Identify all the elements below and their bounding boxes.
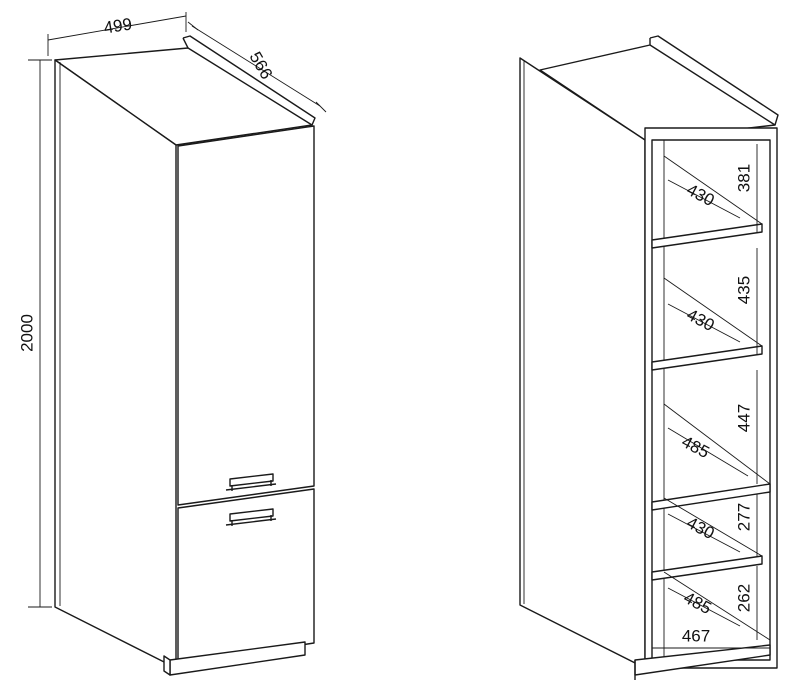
closed-cabinet: 499 566 2000	[17, 12, 327, 676]
lower-door-handle	[225, 508, 277, 526]
shelf-3	[651, 403, 771, 511]
shelf-1	[651, 155, 763, 249]
closed-cabinet-back-corner	[182, 37, 189, 49]
dimension-depth-label: 566	[246, 48, 277, 82]
closed-cabinet-lower-door	[177, 488, 315, 665]
dimension-height: 2000	[17, 59, 52, 608]
height-dimensions: 381 435 447 277 262	[734, 144, 758, 640]
dimension-height-label: 2000	[17, 314, 36, 352]
dimension-width-label: 499	[102, 14, 133, 37]
bottom-depth-line	[663, 571, 771, 641]
open-cabinet-side	[519, 57, 646, 669]
open-cabinet: 430 430 485 430 485 467 381 435 447 277	[519, 35, 779, 680]
height-label-5: 262	[734, 584, 753, 612]
bottom-width-dimension: 467	[652, 626, 770, 649]
open-cabinet-back-edge	[649, 35, 779, 126]
bottom-width-label: 467	[682, 626, 710, 645]
closed-cabinet-back-edge	[182, 35, 316, 126]
height-label-1: 381	[734, 164, 753, 192]
dimension-width: 499	[47, 12, 187, 56]
height-label-4: 277	[734, 503, 753, 531]
closed-cabinet-side	[54, 59, 177, 669]
shelf-2	[651, 277, 763, 371]
height-label-2: 435	[734, 276, 753, 304]
shelf-4	[651, 497, 763, 581]
closed-cabinet-upper-door	[177, 125, 315, 506]
closed-cabinet-plinth-side	[163, 655, 171, 676]
height-label-3: 447	[734, 404, 753, 432]
upper-door-handle	[225, 473, 277, 491]
